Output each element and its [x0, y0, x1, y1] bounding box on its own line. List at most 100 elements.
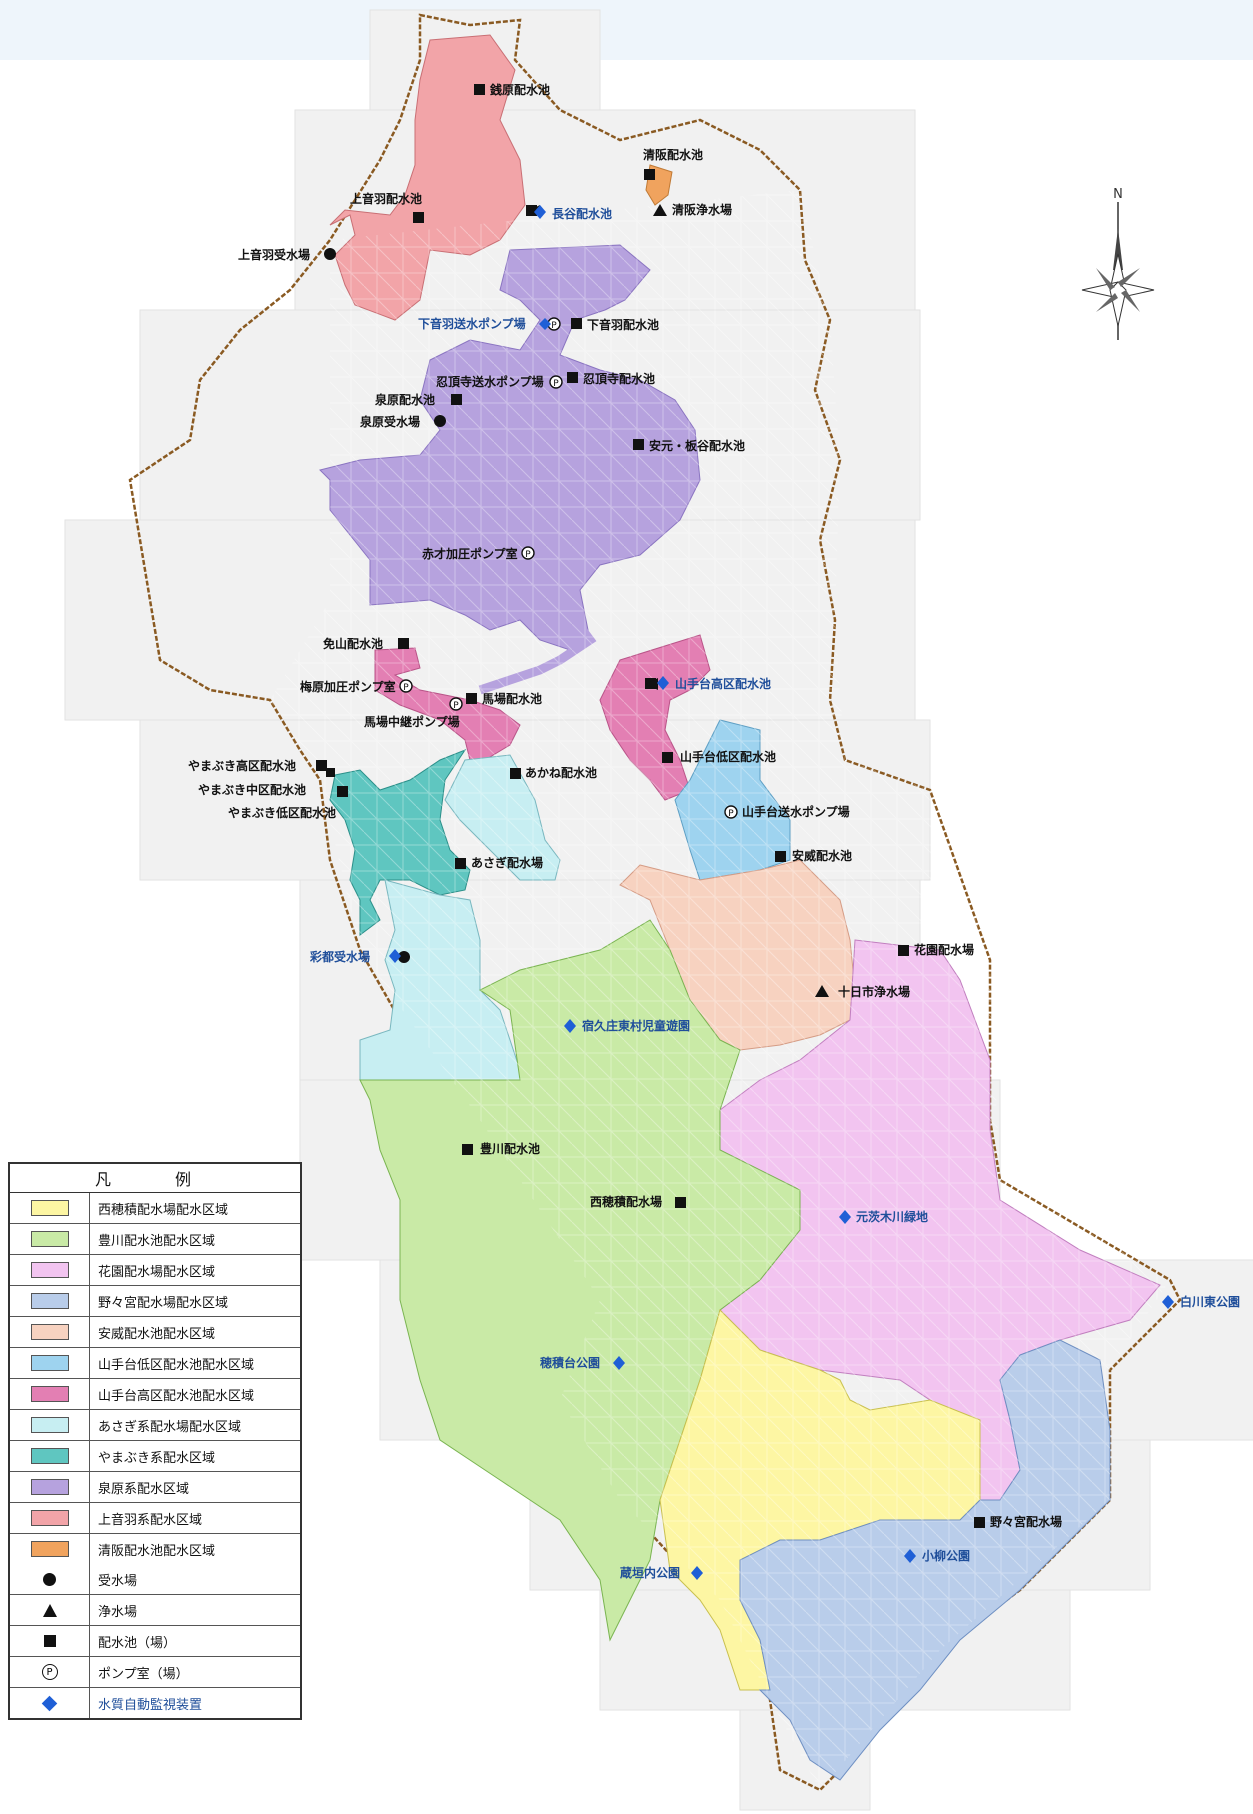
legend-label: 泉原系配水区域 — [98, 1481, 190, 1497]
legend-symbol — [10, 1193, 90, 1223]
header-band — [0, 0, 1253, 60]
square-icon — [974, 1517, 985, 1528]
svg-text:P: P — [553, 379, 559, 389]
street-texture — [270, 190, 1170, 1790]
legend-swatch — [30, 1324, 69, 1340]
diamond-icon — [389, 949, 401, 963]
legend-swatch — [30, 1200, 69, 1216]
legend-swatch — [30, 1293, 69, 1309]
legend-swatch — [30, 1417, 69, 1433]
facility-label: 宿久庄東村児童遊園 — [582, 1018, 690, 1033]
legend-label: 水質自動監視装置 — [98, 1697, 203, 1713]
pump-icon: P — [399, 679, 413, 693]
svg-text:P: P — [551, 321, 557, 331]
facility-label: 小柳公園 — [922, 1548, 970, 1563]
facility-label: 免山配水池 — [323, 636, 383, 651]
legend-label: やまぶき系配水区域 — [98, 1450, 216, 1466]
diamond-icon — [41, 1695, 58, 1711]
square-icon — [633, 439, 644, 450]
square-icon — [567, 372, 578, 383]
svg-text:P: P — [525, 550, 531, 560]
legend-label: 配水池（場） — [98, 1635, 177, 1651]
facility-label: 清阪浄水場 — [672, 202, 732, 217]
legend-symbol — [10, 1317, 90, 1347]
legend-label: 受水場 — [98, 1573, 138, 1589]
legend-swatch — [30, 1448, 69, 1464]
circle-icon — [324, 248, 336, 260]
facility-label: 梅原加圧ポンプ室 — [300, 679, 396, 694]
legend-row: 西穂積配水場配水区域 — [10, 1193, 300, 1224]
legend-symbol — [10, 1348, 90, 1378]
diamond-icon — [904, 1549, 916, 1563]
legend-symbol — [10, 1472, 90, 1502]
facility-label: 西穂積配水場 — [590, 1194, 662, 1209]
facility-label: 彩都受水場 — [309, 949, 370, 964]
legend-label: 安威配水池配水区域 — [98, 1326, 216, 1342]
pump-markers: P P P P P P — [399, 317, 738, 819]
legend-row: 花園配水場配水区域 — [10, 1255, 300, 1286]
circle-icon — [398, 951, 410, 963]
legend-label: 上音羽系配水区域 — [98, 1512, 203, 1528]
svg-text:P: P — [728, 809, 734, 819]
monitor-markers — [389, 205, 1174, 1580]
facility-label: やまぶき高区配水池 — [188, 758, 296, 773]
flag-icon — [646, 678, 658, 690]
legend-row: 配水池（場） — [10, 1626, 300, 1657]
legend-symbol — [10, 1595, 90, 1625]
legend-label: 花園配水場配水区域 — [98, 1264, 216, 1280]
legend-symbol — [10, 1626, 90, 1656]
diamond-icon — [691, 1566, 703, 1580]
svg-text:P: P — [403, 683, 409, 693]
legend-row: 安威配水池配水区域 — [10, 1317, 300, 1348]
legend-swatch — [30, 1386, 69, 1402]
facility-label: やまぶき低区配水池 — [228, 805, 336, 820]
legend-symbol — [10, 1441, 90, 1471]
facility-label: 白川東公園 — [1180, 1294, 1240, 1309]
facility-label: 長谷配水池 — [552, 206, 612, 221]
diamond-icon — [657, 676, 669, 690]
pump-icon: P — [549, 375, 563, 389]
legend-row: 野々宮配水場配水区域 — [10, 1286, 300, 1317]
diamond-icon — [564, 1019, 576, 1033]
diamond-icon — [839, 1210, 851, 1224]
square-icon — [43, 1635, 56, 1647]
legend-row: あさぎ系配水場配水区域 — [10, 1410, 300, 1441]
facility-label: 馬場配水池 — [482, 691, 542, 706]
legend-row: 水質自動監視装置 — [10, 1688, 300, 1718]
circle-icon — [43, 1572, 56, 1586]
square-icon — [337, 786, 348, 797]
facility-label: 銭原配水池 — [489, 82, 550, 97]
square-icon — [510, 768, 521, 779]
pump-icon: P — [41, 1664, 58, 1680]
diamond-icon — [613, 1356, 625, 1370]
legend-row: 豊川配水池配水区域 — [10, 1224, 300, 1255]
legend-symbol — [10, 1379, 90, 1409]
facility-label: 下音羽送水ポンプ場 — [418, 316, 526, 331]
legend-title: 凡 例 — [10, 1164, 300, 1193]
legend-symbol — [10, 1286, 90, 1316]
facility-label: 下音羽配水池 — [587, 317, 659, 332]
facility-label: 山手台低区配水池 — [680, 749, 776, 764]
facility-label: 赤才加圧ポンプ室 — [422, 546, 518, 561]
facility-label: 上音羽受水場 — [238, 247, 310, 262]
facility-labels: 銭原配水池 清阪配水池 長谷配水池 清阪浄水場 上音羽配水池 上音羽受水場 下音… — [188, 82, 1240, 1580]
facility-label: 穂積台公園 — [540, 1355, 600, 1370]
compass-icon: N — [1081, 187, 1155, 340]
legend-zone-rows: 西穂積配水場配水区域豊川配水池配水区域花園配水場配水区域野々宮配水場配水区域安威… — [10, 1193, 300, 1564]
triangle-icon — [653, 204, 667, 216]
facility-label: 安元・板谷配水池 — [649, 438, 745, 453]
facility-label: やまぶき中区配水池 — [198, 782, 306, 797]
legend-swatch — [30, 1231, 69, 1247]
square-icon — [455, 858, 466, 869]
facility-label: あさぎ配水場 — [471, 855, 543, 870]
pump-icon: P — [724, 805, 738, 819]
legend-label: 野々宮配水場配水区域 — [98, 1295, 229, 1311]
legend-symbol — [10, 1255, 90, 1285]
triangle-icon — [815, 985, 829, 997]
legend-row: 上音羽系配水区域 — [10, 1503, 300, 1534]
facility-label: 安威配水池 — [792, 848, 852, 863]
legend: 凡 例 西穂積配水場配水区域豊川配水池配水区域花園配水場配水区域野々宮配水場配水… — [8, 1162, 302, 1720]
diamond-icon — [539, 318, 551, 330]
legend-row: 泉原系配水区域 — [10, 1472, 300, 1503]
